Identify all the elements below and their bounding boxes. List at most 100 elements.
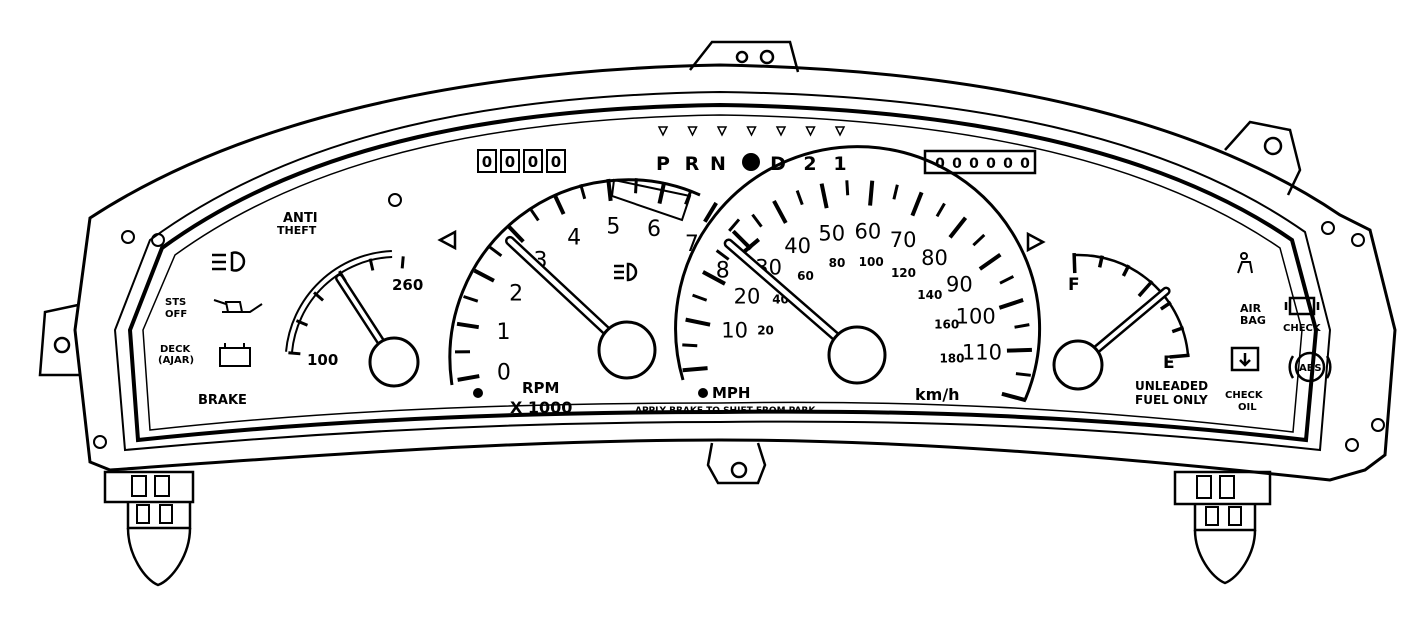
fuel-note-2: FUEL ONLY (1135, 393, 1208, 407)
tach-label-6: 6 (647, 217, 661, 242)
speedo-mph-label-50: 50 (818, 222, 845, 246)
tach-tick (684, 189, 693, 205)
speedo-unit-mph: MPH (712, 384, 750, 402)
speedo-tick (948, 216, 968, 239)
odometer-left-digit: 0 (551, 153, 561, 171)
speedo-kmh-label-20: 20 (757, 323, 774, 337)
tach-multiplier: X 1000 (510, 398, 572, 417)
check-engine-icon (1284, 296, 1320, 316)
tach-tick (728, 218, 741, 232)
speedo-tick (935, 202, 946, 218)
tach-unit: RPM (522, 379, 559, 397)
speedo-kmh-label-180: 180 (939, 351, 964, 365)
speedo-tick (892, 184, 899, 200)
air-bag-label-2: BAG (1240, 314, 1266, 327)
tach-label-8: 8 (716, 259, 730, 284)
speedo-kmh-label-60: 60 (797, 269, 814, 283)
speedo-tick (731, 229, 753, 251)
fuel-tick (1169, 353, 1190, 359)
fuel-empty-label: E (1163, 353, 1175, 373)
tach-tick (606, 178, 613, 202)
speedo-mph-label-80: 80 (921, 246, 948, 270)
fuel-tick (1171, 325, 1185, 334)
turn-left-icon (437, 229, 457, 251)
tach-tick (488, 245, 503, 257)
tach-outer-arc (448, 178, 701, 386)
speedo-tick (999, 275, 1015, 285)
speedo-mph-label-40: 40 (784, 234, 811, 258)
tach-label-1: 1 (496, 320, 510, 345)
fuel-hub (1052, 339, 1104, 391)
tach-tick (528, 207, 540, 222)
abs-label: ABS (1299, 363, 1322, 374)
gear-pointer-mark (834, 126, 846, 137)
anti-theft-label-1: ANTI (283, 211, 318, 226)
tach-tick (506, 224, 525, 244)
tach-tick (552, 193, 566, 215)
gear-letter-n: N (710, 153, 726, 175)
speedo-mph-label-60: 60 (855, 219, 882, 243)
tach-tick (579, 183, 587, 200)
speedo-tick (1014, 323, 1030, 329)
odometer-left-cell (546, 149, 566, 173)
temp-gauge (285, 250, 420, 388)
deck-ajar-label-1: DECK (160, 344, 191, 355)
tach-tick (457, 374, 480, 382)
battery-icon (219, 343, 251, 367)
speedo-tick (819, 183, 829, 209)
tach-indicator-dot (473, 388, 483, 398)
odometer-right-frame (923, 149, 1037, 175)
tach-tick (463, 295, 479, 303)
apply-brake-note: APPLY BRAKE TO SHIFT FROM PARK (635, 406, 816, 416)
speedo-mph-label-20: 20 (734, 285, 761, 309)
odometer-left-digit: 0 (528, 153, 538, 171)
cluster-housing (38, 40, 1397, 587)
deck-ajar-label-2: (AJAR) (158, 355, 194, 366)
gear-pointer-mark (805, 126, 816, 137)
tach-redline-zone (610, 178, 692, 222)
gear-pointer-mark (775, 126, 787, 137)
speedo-tick (692, 293, 708, 302)
odometer-left-cell (523, 149, 543, 173)
fuel-tick (1159, 300, 1172, 311)
gear-letter-1: 1 (833, 153, 846, 175)
fuel-full-label: F (1068, 275, 1080, 295)
speedo-kmh-label-160: 160 (934, 318, 959, 332)
oil-can-icon (213, 299, 263, 313)
temp-tick (288, 351, 301, 356)
gear-pointer-mark (657, 126, 669, 137)
temp-tick (368, 258, 375, 271)
speedo-unit-kmh: km/h (915, 385, 960, 404)
tach-label-7: 7 (685, 232, 699, 257)
tach-tick (703, 201, 718, 223)
speedo-mph-label-90: 90 (946, 272, 973, 296)
speedo-tick (972, 233, 986, 247)
gear-pointer-mark (746, 126, 757, 137)
temp-high-label: 260 (392, 276, 423, 294)
gear-letter-p: P (656, 153, 670, 175)
speedo-tick (868, 180, 875, 206)
fuel-tick (1097, 255, 1104, 268)
speedo-hub (827, 325, 887, 385)
speedo-kmh-label-100: 100 (859, 255, 884, 269)
check-oil-label-2: OIL (1238, 402, 1257, 413)
speedo-tick (910, 191, 924, 217)
tach-tick (456, 321, 480, 330)
fuel-gauge (1052, 253, 1190, 391)
temp-low-label: 100 (307, 351, 338, 369)
brake-label: BRAKE (198, 393, 247, 408)
speedo-tick (978, 252, 1002, 271)
tach-label-5: 5 (606, 215, 620, 240)
fuel-tick (1137, 279, 1154, 298)
headlamp-icon (212, 251, 246, 272)
speedo-indicator-dot (698, 388, 708, 398)
odometer-right-digit: 0 (1020, 156, 1030, 172)
tach-tick (634, 178, 638, 194)
speedo-tick (1006, 347, 1032, 353)
fuel-tick (1072, 253, 1077, 274)
odometer-right-digit: 0 (1003, 156, 1013, 172)
check-oil-label-1: CHECK (1225, 390, 1264, 401)
